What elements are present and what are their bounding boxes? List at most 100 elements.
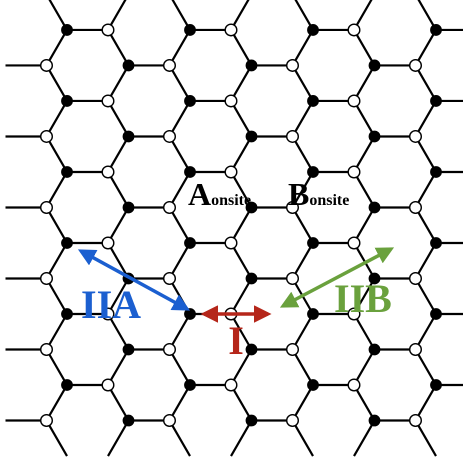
sublattice-a-atom: [122, 414, 135, 427]
sublattice-b-atom: [101, 165, 115, 179]
lattice-bond: [230, 100, 253, 138]
lattice-bond: [414, 100, 437, 138]
sublattice-a-atom: [245, 343, 258, 356]
lattice-bond: [107, 135, 130, 173]
lattice-bond: [353, 0, 373, 31]
lattice-bond: [45, 64, 68, 102]
lattice-bond: [45, 100, 68, 138]
hopping-arrows: [77, 247, 395, 323]
sublattice-b-atom: [162, 271, 176, 285]
lattice-bond: [230, 171, 253, 209]
lattice-bond: [414, 135, 437, 173]
lattice-bond: [353, 171, 376, 209]
lattice-bond: [414, 171, 437, 209]
sublattice-a-atom: [61, 308, 73, 320]
lattice-bond: [291, 29, 314, 67]
lattice-bond: [45, 135, 68, 173]
sublattice-b-atom: [224, 378, 238, 392]
hop-iib-arrow: [279, 247, 395, 308]
sublattice-a-atom: [61, 95, 73, 107]
lattice-bond: [107, 64, 130, 102]
lattice-bond: [353, 384, 376, 422]
sublattice-a-atom: [430, 237, 442, 249]
a-onsite-sub: onsite: [211, 192, 251, 209]
sublattice-b-atom: [347, 165, 361, 179]
sublattice-a-atom: [184, 237, 196, 249]
sublattice-b-atom: [347, 378, 361, 392]
lattice-bond: [45, 384, 68, 422]
lattice-bond: [291, 384, 314, 422]
lattice-bond: [291, 313, 314, 351]
sublattice-a-atom: [184, 24, 196, 36]
lattice-bond: [414, 313, 437, 351]
sublattice-b-atom: [224, 236, 238, 250]
sublattice-b-atom: [101, 378, 115, 392]
lattice-bond: [417, 0, 437, 31]
sublattice-b-atom: [286, 414, 300, 428]
lattice-bond: [230, 384, 253, 422]
sublattice-b-atom: [40, 343, 54, 357]
lattice-bond: [353, 100, 376, 138]
sublattice-a-atom: [61, 237, 73, 249]
lattice-bond: [291, 348, 314, 386]
sublattice-b-atom: [286, 271, 300, 285]
sublattice-a-atom: [307, 308, 319, 320]
sublattice-b-atom: [409, 414, 423, 428]
lattice-bond: [168, 64, 191, 102]
lattice-bond: [168, 419, 191, 457]
b-onsite-sub: onsite: [309, 192, 349, 209]
lattice-bond: [45, 171, 68, 209]
sublattice-b-atom: [347, 23, 361, 37]
sublattice-b-atom: [286, 58, 300, 72]
lattice-bond: [353, 206, 376, 244]
hop-iia-label: IIA: [81, 282, 141, 327]
sublattice-a-atom: [245, 201, 258, 214]
lattice-bond: [45, 277, 68, 315]
lattice-bond: [230, 64, 253, 102]
sublattice-a-atom: [122, 130, 135, 143]
sublattice-a-atom: [368, 201, 381, 214]
lattice-bond: [107, 29, 130, 67]
lattice-bond: [230, 29, 253, 67]
sublattice-b-atom: [101, 236, 115, 250]
lattice-bond: [107, 206, 130, 244]
sublattice-a-atom: [430, 308, 442, 320]
lattice-bond: [107, 100, 130, 138]
sublattice-a-atom: [430, 166, 442, 178]
sublattice-b-atom: [40, 200, 54, 214]
sublattice-a-atom: [307, 95, 319, 107]
lattice-bond: [168, 206, 191, 244]
lattice-bond: [414, 277, 437, 315]
hop-iib-label: IIB: [334, 276, 392, 321]
lattice-bond: [353, 29, 376, 67]
lattice-bond: [414, 242, 437, 280]
lattice-bond: [414, 384, 437, 422]
sublattice-b-atom: [409, 58, 423, 72]
sublattice-b-atom: [409, 129, 423, 143]
sublattice-a-atom: [245, 59, 258, 72]
lattice-bond: [230, 135, 253, 173]
sublattice-a-atom: [122, 343, 135, 356]
sublattice-a-atom: [184, 95, 196, 107]
lattice-bond: [45, 313, 68, 351]
sublattice-a-atom: [245, 414, 258, 427]
b-onsite-main: B: [288, 176, 309, 212]
sublattice-a-atom: [368, 343, 381, 356]
lattice-bond: [353, 135, 376, 173]
labels-layer: Aonsite Bonsite I IIA IIB: [81, 176, 392, 363]
lattice-bond: [45, 348, 68, 386]
lattice-bond: [291, 206, 314, 244]
lattice-bond: [291, 171, 314, 209]
b-onsite-label: Bonsite: [288, 176, 349, 212]
lattice-bond: [414, 64, 437, 102]
lattice-bond: [230, 206, 253, 244]
sublattice-b-atom: [162, 129, 176, 143]
lattice-bond: [353, 419, 376, 457]
sublattice-b-atom: [40, 414, 54, 428]
sublattice-b-atom: [347, 307, 361, 321]
lattice-bond: [230, 419, 253, 457]
lattice-bond: [107, 384, 130, 422]
sublattice-b-atom: [347, 94, 361, 108]
sublattice-b-atom: [101, 23, 115, 37]
sublattice-a-atom: [307, 379, 319, 391]
